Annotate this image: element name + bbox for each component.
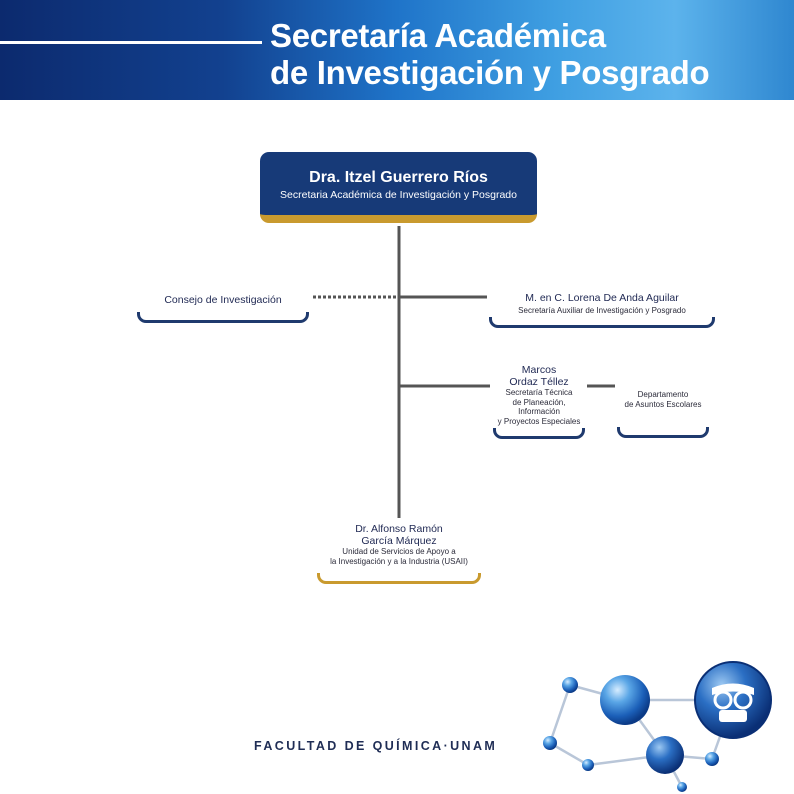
head-role: Secretaria Académica de Investigación y … [280, 189, 517, 201]
molecule-node-icon [600, 675, 650, 725]
tecnica-name-line1: Marcos [521, 364, 557, 376]
tecnica-node: Marcos Ordaz Téllez Secretaría Técnica d… [493, 364, 585, 426]
tecnica-role-line3: Información [518, 407, 560, 416]
usaii-role-line1: Unidad de Servicios de Apoyo a [342, 547, 456, 556]
page-header: Secretaría Académica de Investigación y … [0, 0, 794, 100]
usaii-underline [317, 573, 481, 584]
molecule-node-icon [646, 736, 684, 774]
molecule-node-icon [677, 782, 687, 792]
molecule-graphic-icon [543, 661, 772, 792]
tecnica-underline [493, 428, 585, 439]
header-rule [0, 41, 262, 44]
molecule-node-icon [543, 736, 557, 750]
footer-institution: FACULTAD DE QUÍMICA·UNAM [254, 739, 498, 753]
auxiliar-name: M. en C. Lorena De Anda Aguilar [525, 292, 679, 304]
usaii-name-line2: García Márquez [361, 535, 437, 547]
escolares-underline [617, 427, 709, 438]
auxiliar-node: M. en C. Lorena De Anda Aguilar Secretar… [489, 292, 715, 316]
escolares-node: Departamento de Asuntos Escolares [617, 390, 709, 409]
auxiliar-role: Secretaría Auxiliar de Investigación y P… [518, 306, 686, 315]
unam-emblem-icon [694, 661, 772, 739]
usaii-node: Dr. Alfonso Ramón García Márquez Unidad … [317, 523, 481, 566]
molecule-node-icon [705, 752, 719, 766]
molecule-node-icon [582, 759, 594, 771]
tecnica-role-line2: de Planeación, [512, 397, 566, 407]
escolares-line1: Departamento [637, 390, 689, 399]
molecule-node-icon [562, 677, 578, 693]
consejo-name: Consejo de Investigación [164, 294, 282, 306]
tecnica-name-line2: Ordaz Téllez [509, 376, 569, 388]
page-title-line1: Secretaría Académica [270, 17, 606, 54]
tecnica-role-line4: y Proyectos Especiales [497, 416, 581, 426]
usaii-role-line2: la Investigación y a la Industria (USAII… [330, 556, 468, 566]
escolares-line2: de Asuntos Escolares [624, 399, 702, 409]
page-title-line2: de Investigación y Posgrado [270, 54, 710, 91]
consejo-underline [137, 312, 309, 323]
head-node: Dra. Itzel Guerrero Ríos Secretaria Acad… [260, 152, 537, 223]
tecnica-role-line1: Secretaría Técnica [505, 388, 573, 397]
usaii-name-line1: Dr. Alfonso Ramón [355, 523, 443, 535]
consejo-node: Consejo de Investigación [137, 294, 309, 306]
head-name: Dra. Itzel Guerrero Ríos [309, 169, 488, 186]
owl-emblem-icon [712, 683, 754, 722]
auxiliar-underline [489, 317, 715, 328]
